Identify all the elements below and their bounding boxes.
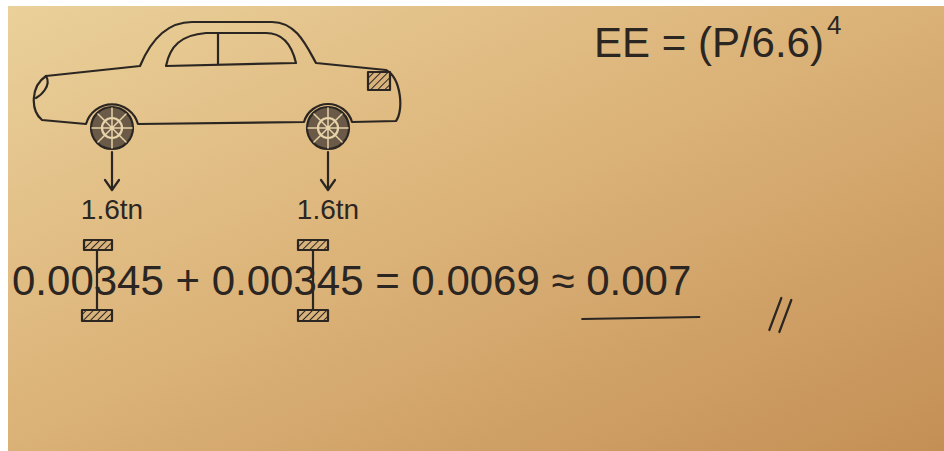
calculation-result: 0.00345 + 0.00345 = 0.0069 ≈ 0.007 — [12, 260, 691, 302]
result-underline — [582, 317, 699, 319]
car-window — [166, 33, 296, 66]
formula: EE = (P/6.6) — [594, 22, 824, 64]
axle-load: 1.6tn — [297, 196, 359, 224]
load-arrowhead — [321, 180, 335, 190]
beam-flange — [84, 240, 112, 250]
beam-flange — [82, 310, 112, 321]
rear-spokes — [308, 108, 348, 148]
load-arrowhead — [105, 180, 119, 190]
end-mark — [769, 298, 781, 330]
beam-flange — [298, 240, 328, 250]
front-spokes — [92, 108, 132, 148]
axle-load: 1.6tn — [81, 196, 143, 224]
rear-wheel — [307, 107, 349, 149]
load-arrow — [327, 152, 329, 188]
formula-exponent: 4 — [827, 12, 841, 38]
front-wheel — [91, 107, 133, 149]
end-mark — [779, 300, 791, 332]
beam-flange — [298, 310, 328, 321]
window-pillar — [217, 33, 219, 64]
load-arrow — [111, 152, 113, 188]
paper-ground — [8, 6, 944, 451]
tail-light — [368, 72, 390, 90]
headlight — [36, 76, 48, 98]
car-body — [34, 22, 401, 124]
